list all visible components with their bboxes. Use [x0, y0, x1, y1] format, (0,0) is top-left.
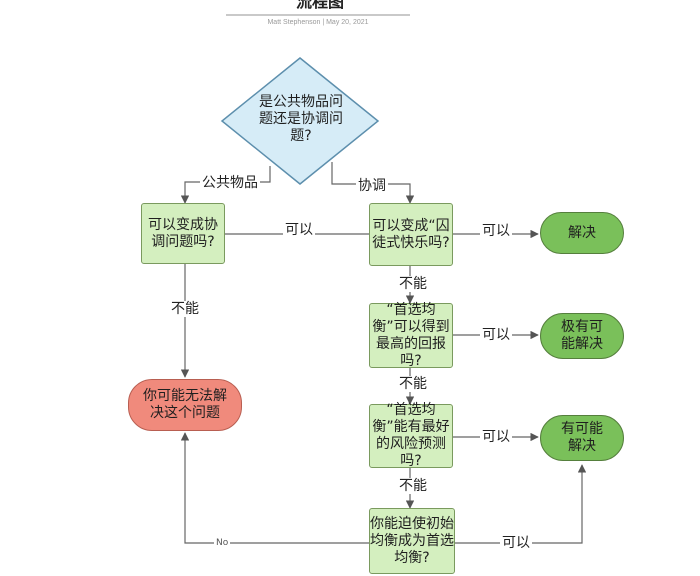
- node-force-equilibrium: 你能迫使初始均衡成为首选均衡?: [369, 508, 455, 574]
- node-best-equilibrium-text: “首选均衡”可以得到最高的回报吗?: [372, 301, 450, 369]
- terminal-very-possible-text: 极有可能解决: [561, 319, 603, 352]
- decision-diamond: [220, 57, 380, 185]
- terminal-unsolvable-text: 你可能无法解决这个问题: [143, 388, 227, 421]
- terminal-possible: 有可能解决: [540, 415, 624, 461]
- label-no-force: No: [214, 538, 231, 548]
- label-no-1: 不能: [397, 276, 429, 292]
- terminal-solved-text: 解决: [568, 224, 596, 241]
- author-date-byline: Matt Stephenson | May 20, 2021: [267, 19, 369, 26]
- label-yes-solved: 可以: [480, 223, 512, 239]
- label-coordination: 协调: [356, 178, 388, 194]
- node-coordination-possible-text: 可以变成协调问题吗?: [148, 216, 218, 250]
- terminal-possible-text: 有可能解决: [561, 421, 603, 454]
- page-title: 流程图: [295, 0, 344, 11]
- node-prisoners-dilemma: 可以变成“囚徒式快乐吗?: [369, 203, 453, 266]
- terminal-solved: 解决: [540, 212, 624, 254]
- node-prisoners-dilemma-text: 可以变成“囚徒式快乐吗?: [372, 217, 450, 251]
- node-best-equilibrium: “首选均衡”可以得到最高的回报吗?: [369, 301, 453, 369]
- edge-yes-force: [455, 464, 587, 544]
- terminal-unsolvable: 你可能无法解决这个问题: [128, 379, 242, 431]
- label-yes-force: 可以: [500, 535, 532, 551]
- label-public-goods: 公共物品: [200, 175, 260, 191]
- terminal-very-possible: 极有可能解决: [540, 313, 624, 359]
- title-divider: [226, 14, 410, 16]
- node-coordination-possible: 可以变成协调问题吗?: [141, 203, 225, 264]
- start-decision-text: 是公共物品问题还是协调问题?: [259, 94, 343, 144]
- node-best-predictable-text: “首选均衡”能有最好的风险预测吗?: [372, 402, 450, 469]
- label-yes-to-prisoners: 可以: [283, 222, 315, 238]
- label-no-2: 不能: [397, 376, 429, 392]
- node-force-equilibrium-text: 你能迫使初始均衡成为首选均衡?: [370, 515, 454, 566]
- label-yes-possible: 可以: [480, 429, 512, 445]
- node-best-predictable: “首选均衡”能有最好的风险预测吗?: [369, 402, 453, 469]
- label-no-3: 不能: [397, 478, 429, 494]
- label-yes-very-possible: 可以: [480, 327, 512, 343]
- label-no-to-unsolvable: 不能: [169, 301, 201, 317]
- edge-no-force: [180, 432, 369, 544]
